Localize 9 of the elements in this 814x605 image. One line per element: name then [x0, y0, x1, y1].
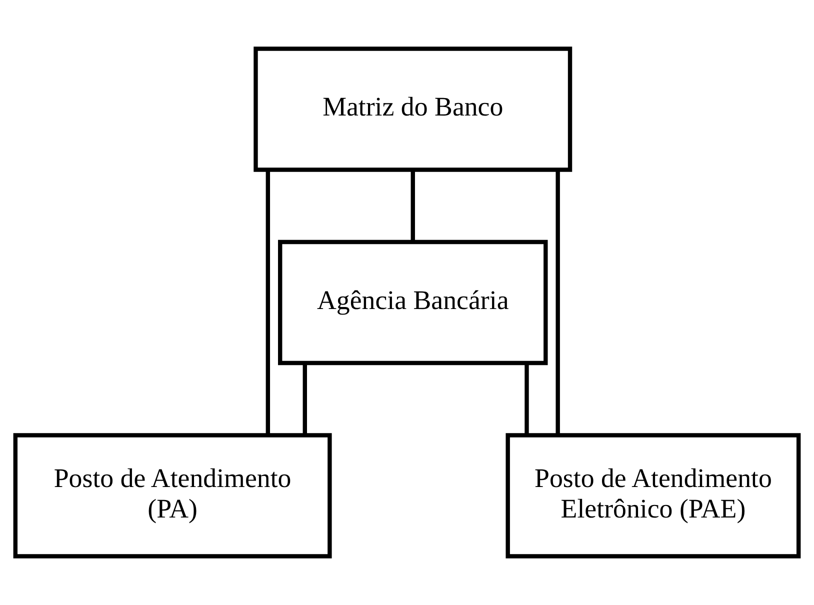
connector — [266, 170, 270, 435]
node-box: Matriz do Banco — [254, 46, 572, 172]
node-box: Posto de Atendimento (PA) — [13, 433, 332, 558]
connector — [556, 170, 560, 435]
connector — [302, 363, 307, 435]
connector — [524, 363, 529, 435]
node-box: Posto de Atendimento Eletrônico (PAE) — [506, 433, 801, 558]
node-box: Agência Bancária — [278, 240, 548, 366]
connector — [410, 170, 415, 242]
